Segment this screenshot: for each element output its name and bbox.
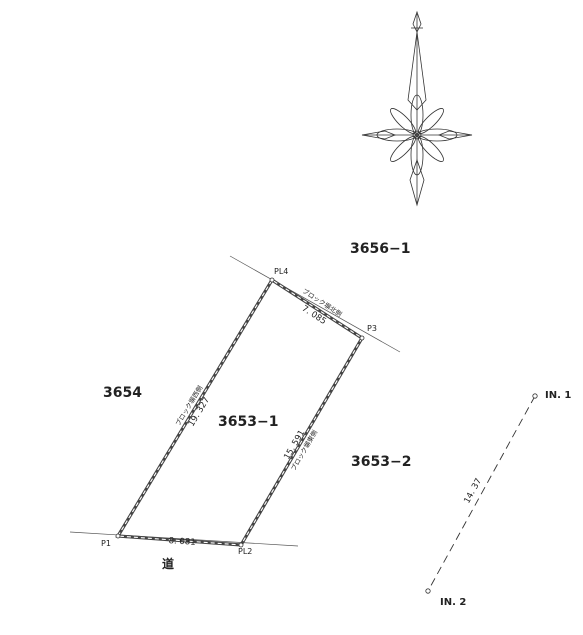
point-label-p3: P3 [367, 324, 377, 333]
corner-pl2-marker [238, 542, 244, 548]
parcel-label-north: 3656−1 [350, 241, 410, 257]
corner-p3-marker [359, 335, 365, 341]
benchmark-in2-marker [425, 588, 431, 594]
parcel-label-east: 3653−2 [351, 454, 411, 470]
parcel-label-subject: 3653−1 [218, 414, 278, 430]
corner-p1-marker [115, 533, 121, 539]
compass-rose-icon [361, 10, 473, 207]
point-label-p1: P1 [101, 539, 111, 548]
reference-baseline [425, 393, 538, 594]
point-label-in1: IN. 1 [545, 390, 571, 401]
benchmark-in1-marker [532, 393, 538, 399]
extension-lines [69, 255, 401, 547]
corner-markers [115, 277, 365, 548]
parcel-label-west: 3654 [103, 385, 142, 401]
point-label-pl2: PL2 [238, 547, 252, 556]
corner-pl4-marker [269, 277, 275, 283]
point-label-pl4: PL4 [274, 267, 288, 276]
dimension-baseline: 14. 37 [462, 477, 484, 506]
dimension-bottom-edge: 8. 081 [168, 536, 196, 548]
road-label: 道 [162, 556, 174, 571]
point-label-in2: IN. 2 [440, 597, 466, 608]
